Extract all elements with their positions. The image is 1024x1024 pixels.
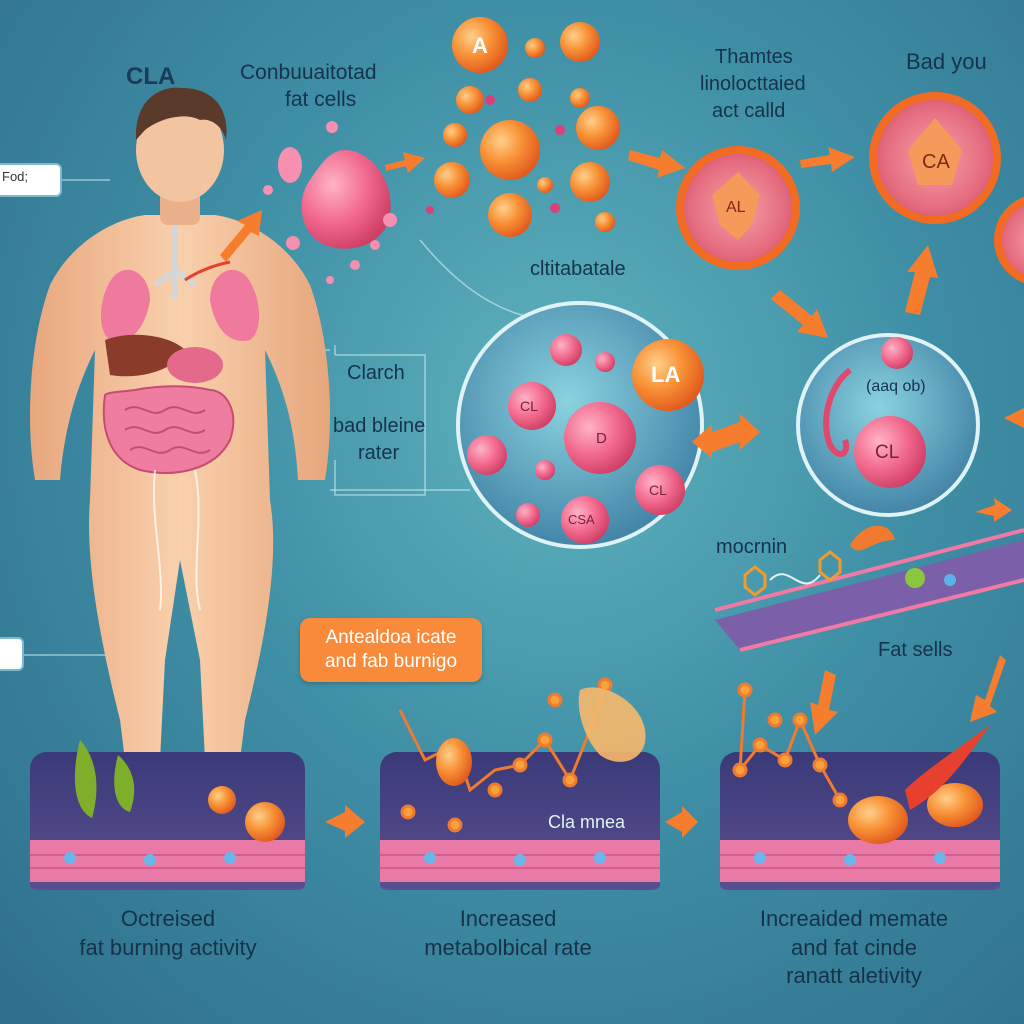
conj-label-1: Conbuuaitotad: [240, 61, 377, 84]
intestine-icon: [102, 385, 235, 474]
fat-droplets: [263, 121, 397, 284]
arrows: [220, 147, 1024, 838]
arrow-icon: [800, 147, 855, 172]
arrow-icon: [665, 806, 698, 838]
orange-note-line-2: and fab burnigo: [324, 650, 458, 672]
cell-ca-label: CA: [922, 151, 950, 173]
orange-fat-cluster: [426, 17, 620, 237]
bad-you-label: Bad you: [906, 49, 987, 74]
mocrnin-label: mocrnin: [716, 536, 788, 558]
arrow-icon: [628, 150, 685, 178]
caption-3: Increaided memate and fat cinde ranatt a…: [694, 905, 1014, 991]
cla-title: CLA: [126, 63, 176, 90]
sphere-csa-label: CSA: [568, 512, 595, 527]
cla-mnea-label: Cla mnea: [548, 812, 626, 832]
arrow-icon: [905, 245, 938, 315]
clarch-label: Clarch: [347, 362, 405, 384]
arrow-icon: [220, 210, 262, 262]
caption-3-line-3: ranatt aletivity: [786, 963, 922, 989]
caption-1-line-1: Octreised: [120, 906, 216, 931]
caption-1: Octreised fat burning activity: [8, 905, 328, 962]
arrow-icon: [970, 655, 1006, 722]
la-badge: LA: [651, 362, 681, 387]
bad-bleine-label-2: rater: [358, 442, 400, 464]
molecule-icon: [398, 677, 613, 833]
arrow-icon: [692, 414, 760, 458]
magnified-bubble-right: [796, 333, 980, 517]
caption-2-line-1: Increased: [459, 906, 557, 931]
top-cell-2: [869, 92, 1001, 224]
orange-note-box: Antealdoa icate and fab burnigo: [300, 618, 482, 682]
arrow-icon: [325, 805, 365, 838]
sphere-cl2-label: CL: [649, 482, 667, 498]
fat-sells-label: Fat sells: [878, 639, 953, 661]
magnified-bubble: [456, 301, 704, 549]
arrow-icon: [810, 670, 838, 735]
cl-big-label: CL: [875, 442, 900, 463]
bad-bleine-label-1: bad bleine: [333, 415, 426, 437]
callout-box-bottom: [0, 637, 24, 671]
arrow-icon: [1004, 408, 1024, 428]
top-cell-1: [676, 146, 800, 270]
arrow-icon: [975, 498, 1012, 522]
catabatale-label: cltitabatale: [530, 258, 626, 280]
top-cell-3: [994, 196, 1024, 284]
aaog-label: (aaq ob): [866, 378, 926, 395]
tissue-block-2: [380, 677, 660, 890]
molecule-icon: [732, 682, 848, 808]
tissue-block-1: [30, 740, 305, 890]
arrow-icon: [771, 290, 828, 338]
human-body: [30, 87, 330, 760]
thamtes-label-1: Thamtes: [715, 46, 793, 68]
vessel: [714, 525, 1024, 652]
sphere-d-label: D: [596, 430, 607, 447]
orange-note-line-1: Antealdoa icate: [325, 627, 457, 648]
liver-icon: [105, 334, 185, 377]
conj-label-2: fat cells: [285, 88, 357, 111]
caption-2: Increased metabolbical rate: [348, 905, 668, 962]
thamtes-label-3: act calld: [712, 100, 786, 122]
caption-1-line-2: fat burning activity: [79, 934, 257, 960]
tissue-block-3: [720, 682, 1000, 890]
sphere-cl-label: CL: [520, 398, 538, 414]
a-badge: A: [472, 33, 488, 58]
caption-3-line-2: and fat cinde: [791, 934, 917, 960]
stomach-icon: [167, 347, 223, 383]
cell-al-label: AL: [726, 199, 746, 216]
caption-3-line-1: Increaided memate: [759, 906, 949, 931]
lungs-icon: [100, 225, 260, 341]
arrow-icon: [385, 152, 425, 173]
callout-box-top: Fod;: [0, 163, 62, 197]
thamtes-label-2: linolocttaied: [700, 73, 806, 95]
caption-2-line-2: metabolbical rate: [424, 934, 592, 960]
